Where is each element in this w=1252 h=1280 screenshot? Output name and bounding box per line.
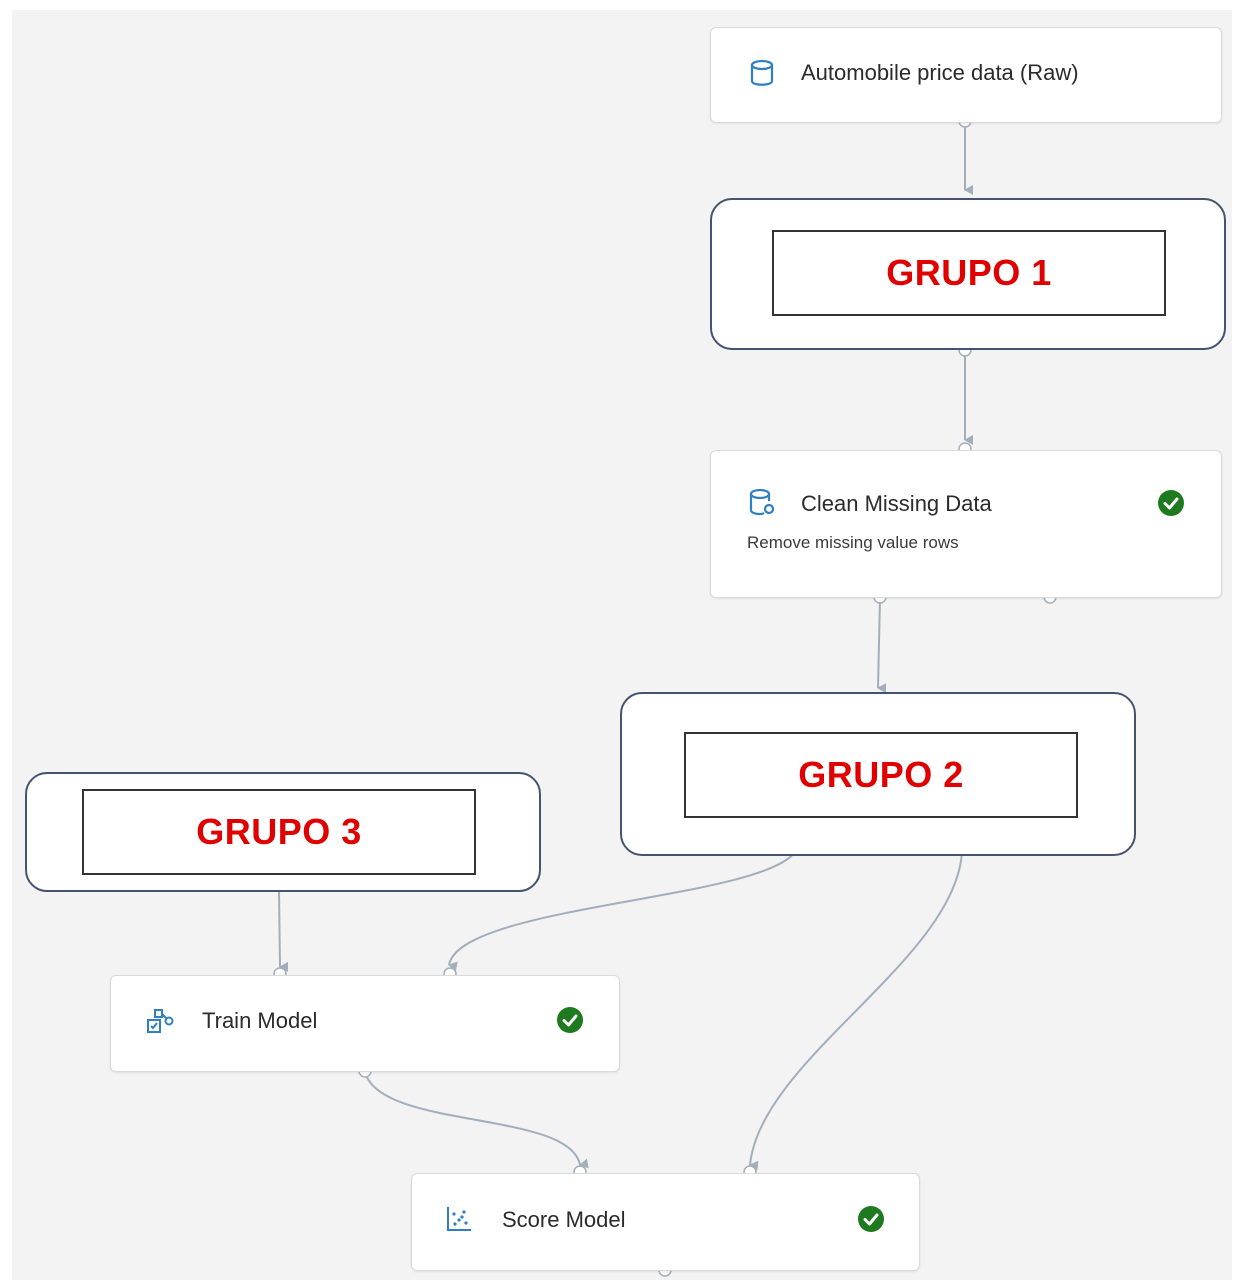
status-check-icon — [1158, 490, 1184, 516]
group-3[interactable]: GRUPO 3 — [25, 772, 541, 892]
connector-grupo2-to-score — [749, 851, 963, 1171]
group-1[interactable]: GRUPO 1 — [710, 198, 1226, 350]
node-subtitle: Remove missing value rows — [747, 533, 959, 552]
database-settings-icon — [749, 488, 775, 516]
connector-clean-to-grupo2 — [877, 597, 887, 694]
node-title: Clean Missing Data — [801, 491, 992, 516]
node-score-model[interactable]: Score Model — [411, 1173, 920, 1271]
connector-train-to-score — [364, 1071, 589, 1169]
node-title: Score Model — [502, 1207, 626, 1232]
group-2[interactable]: GRUPO 2 — [620, 692, 1136, 856]
node-automobile-price-data[interactable]: Automobile price data (Raw) — [710, 27, 1222, 123]
group-label: GRUPO 1 — [886, 252, 1052, 293]
database-icon — [750, 59, 774, 86]
node-title: Automobile price data (Raw) — [801, 60, 1079, 85]
status-check-icon — [557, 1007, 583, 1033]
connector-grupo2-to-train — [448, 851, 796, 972]
node-train-model[interactable]: Train Model — [110, 975, 620, 1072]
scatter-icon — [447, 1207, 471, 1231]
node-clean-missing-data[interactable]: Clean Missing Data Remove missing value … — [710, 450, 1222, 598]
group-label: GRUPO 3 — [196, 811, 362, 852]
group-label: GRUPO 2 — [798, 754, 964, 795]
status-check-icon — [858, 1206, 884, 1232]
group-3-box: GRUPO 3 — [82, 789, 476, 875]
train-model-icon — [147, 1009, 174, 1033]
group-1-box: GRUPO 1 — [772, 230, 1166, 316]
node-title: Train Model — [202, 1008, 318, 1033]
connector-grupo3-to-train — [278, 889, 289, 972]
group-2-box: GRUPO 2 — [684, 732, 1078, 818]
